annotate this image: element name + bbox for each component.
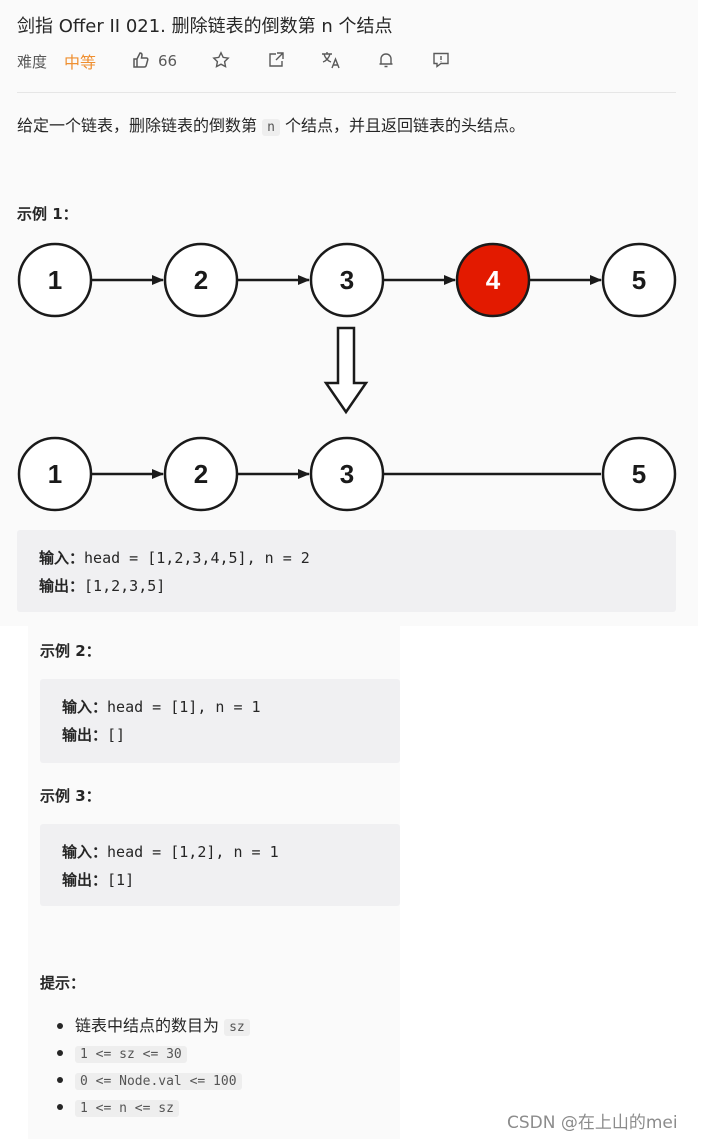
description-text-start: 给定一个链表，删除链表的倒数第 — [17, 116, 258, 135]
star-icon[interactable] — [211, 50, 231, 70]
hints-title: 提示： — [40, 974, 86, 992]
linked-list-diagram: 1 2 3 4 5 1 2 3 5 — [17, 242, 677, 512]
hint-item: 链表中结点的数目为 sz — [57, 1012, 250, 1039]
input-label: 输入： — [62, 698, 108, 716]
problem-description: 给定一个链表，删除链表的倒数第 n 个结点，并且返回链表的头结点。 — [17, 114, 525, 140]
thumbs-up-icon[interactable] — [131, 50, 151, 70]
node-bottom-3-label: 3 — [340, 459, 354, 489]
hint-item: 0 <= Node.val <= 100 — [57, 1066, 250, 1093]
share-icon[interactable] — [266, 50, 286, 70]
down-arrow-icon — [323, 326, 369, 415]
output-label: 输出： — [62, 726, 108, 744]
node-top-5-label: 5 — [632, 265, 646, 295]
example-1-code: 输入：head = [1,2,3,4,5], n = 2 输出：[1,2,3,5… — [17, 530, 676, 612]
input-label: 输入： — [62, 843, 108, 861]
hint-code: 0 <= Node.val <= 100 — [75, 1073, 242, 1090]
hint-item: 1 <= n <= sz — [57, 1093, 250, 1120]
node-top-1-label: 1 — [48, 265, 62, 295]
node-bottom-5-label: 5 — [632, 459, 646, 489]
node-top-2-label: 2 — [194, 265, 208, 295]
description-code-n: n — [262, 119, 280, 136]
node-top-1: 1 — [17, 242, 93, 318]
node-top-4-highlighted: 4 — [455, 242, 531, 318]
likes-count: 66 — [158, 52, 178, 70]
hint-item: 1 <= sz <= 30 — [57, 1039, 250, 1066]
node-top-5: 5 — [601, 242, 677, 318]
highlight-circle — [455, 242, 531, 318]
node-bottom-2-label: 2 — [194, 459, 208, 489]
feedback-icon[interactable] — [431, 50, 451, 70]
watermark: CSDN @在上山的mei — [507, 1113, 678, 1133]
output-label: 输出： — [39, 577, 85, 595]
example-2-code: 输入：head = [1], n = 1 输出：[] — [40, 679, 400, 763]
bell-icon[interactable] — [376, 50, 396, 70]
node-bottom-3: 3 — [309, 436, 385, 512]
node-top-4-label: 4 — [486, 265, 501, 295]
example-3-code: 输入：head = [1,2], n = 1 输出：[1] — [40, 824, 400, 906]
example-1-title: 示例 1： — [17, 205, 78, 223]
problem-title: 剑指 Offer II 021. 删除链表的倒数第 n 个结点 — [17, 16, 393, 37]
node-bottom-2: 2 — [163, 436, 239, 512]
description-text-end: 个结点，并且返回链表的头结点。 — [285, 116, 526, 135]
node-top-3-label: 3 — [340, 265, 354, 295]
output-label: 输出： — [62, 871, 108, 889]
example-1-input: head = [1,2,3,4,5], n = 2 — [84, 549, 310, 567]
hint-code: 1 <= sz <= 30 — [75, 1046, 187, 1063]
node-top-2: 2 — [163, 242, 239, 318]
difficulty-label: 难度 — [17, 52, 48, 71]
example-2-input: head = [1], n = 1 — [107, 698, 261, 716]
header-divider — [17, 92, 676, 93]
hints-list: 链表中结点的数目为 sz 1 <= sz <= 30 0 <= Node.val… — [57, 1012, 250, 1120]
difficulty-badge: 中等 — [64, 53, 97, 72]
hint-text: 链表中结点的数目为 — [75, 1016, 220, 1035]
example-2-output: [] — [107, 726, 126, 744]
translate-icon[interactable] — [321, 50, 341, 70]
node-bottom-1: 1 — [17, 436, 93, 512]
hint-code: 1 <= n <= sz — [75, 1100, 179, 1117]
node-bottom-5: 5 — [601, 436, 677, 512]
example-2-title: 示例 2： — [40, 642, 101, 660]
example-3-title: 示例 3： — [40, 787, 101, 805]
input-label: 输入： — [39, 549, 85, 567]
node-top-3: 3 — [309, 242, 385, 318]
example-3-input: head = [1,2], n = 1 — [107, 843, 279, 861]
hint-code: sz — [224, 1019, 250, 1036]
example-1-output: [1,2,3,5] — [84, 577, 166, 595]
example-3-output: [1] — [107, 871, 135, 889]
node-bottom-1-label: 1 — [48, 459, 62, 489]
